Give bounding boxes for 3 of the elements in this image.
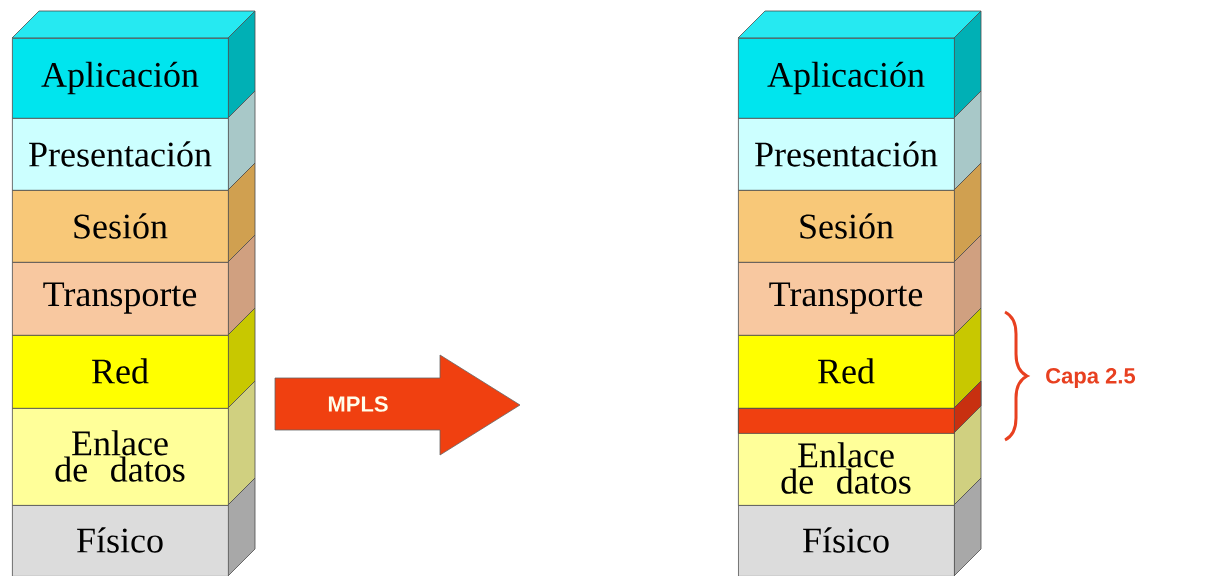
layer-box: Aplicación [11, 10, 256, 119]
layer-box: Aplicación [737, 10, 982, 119]
brace-label: Capa 2.5 [1046, 368, 1136, 388]
